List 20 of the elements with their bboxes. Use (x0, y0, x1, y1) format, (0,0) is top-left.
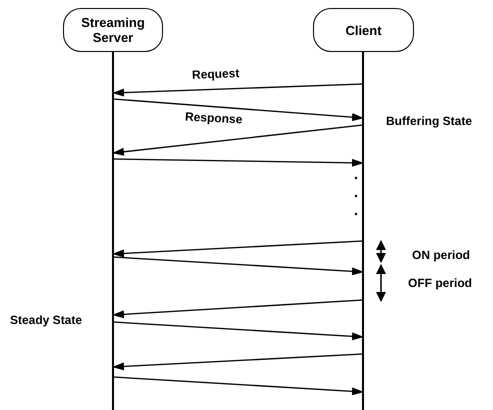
edge-label: Response (182, 109, 245, 127)
message-arrow (112, 98, 364, 122)
lifeline (112, 52, 114, 410)
lifeline (362, 52, 364, 410)
message-arrow (112, 376, 364, 396)
message-arrow (112, 83, 364, 97)
message-arrow (113, 158, 364, 167)
state-label: ON period (412, 248, 470, 262)
message-arrow (112, 256, 364, 276)
message-arrow (112, 299, 364, 318)
state-label: OFF period (408, 276, 472, 290)
edge-label: Request (190, 66, 242, 82)
message-arrow (112, 124, 364, 156)
state-label: Buffering State (386, 114, 472, 128)
state-label: Steady State (10, 313, 82, 327)
participant-box: Streaming Server (63, 8, 163, 52)
participant-box: Client (313, 8, 414, 52)
message-arrow (112, 353, 364, 370)
message-arrow (112, 321, 364, 340)
message-arrow (112, 240, 364, 258)
